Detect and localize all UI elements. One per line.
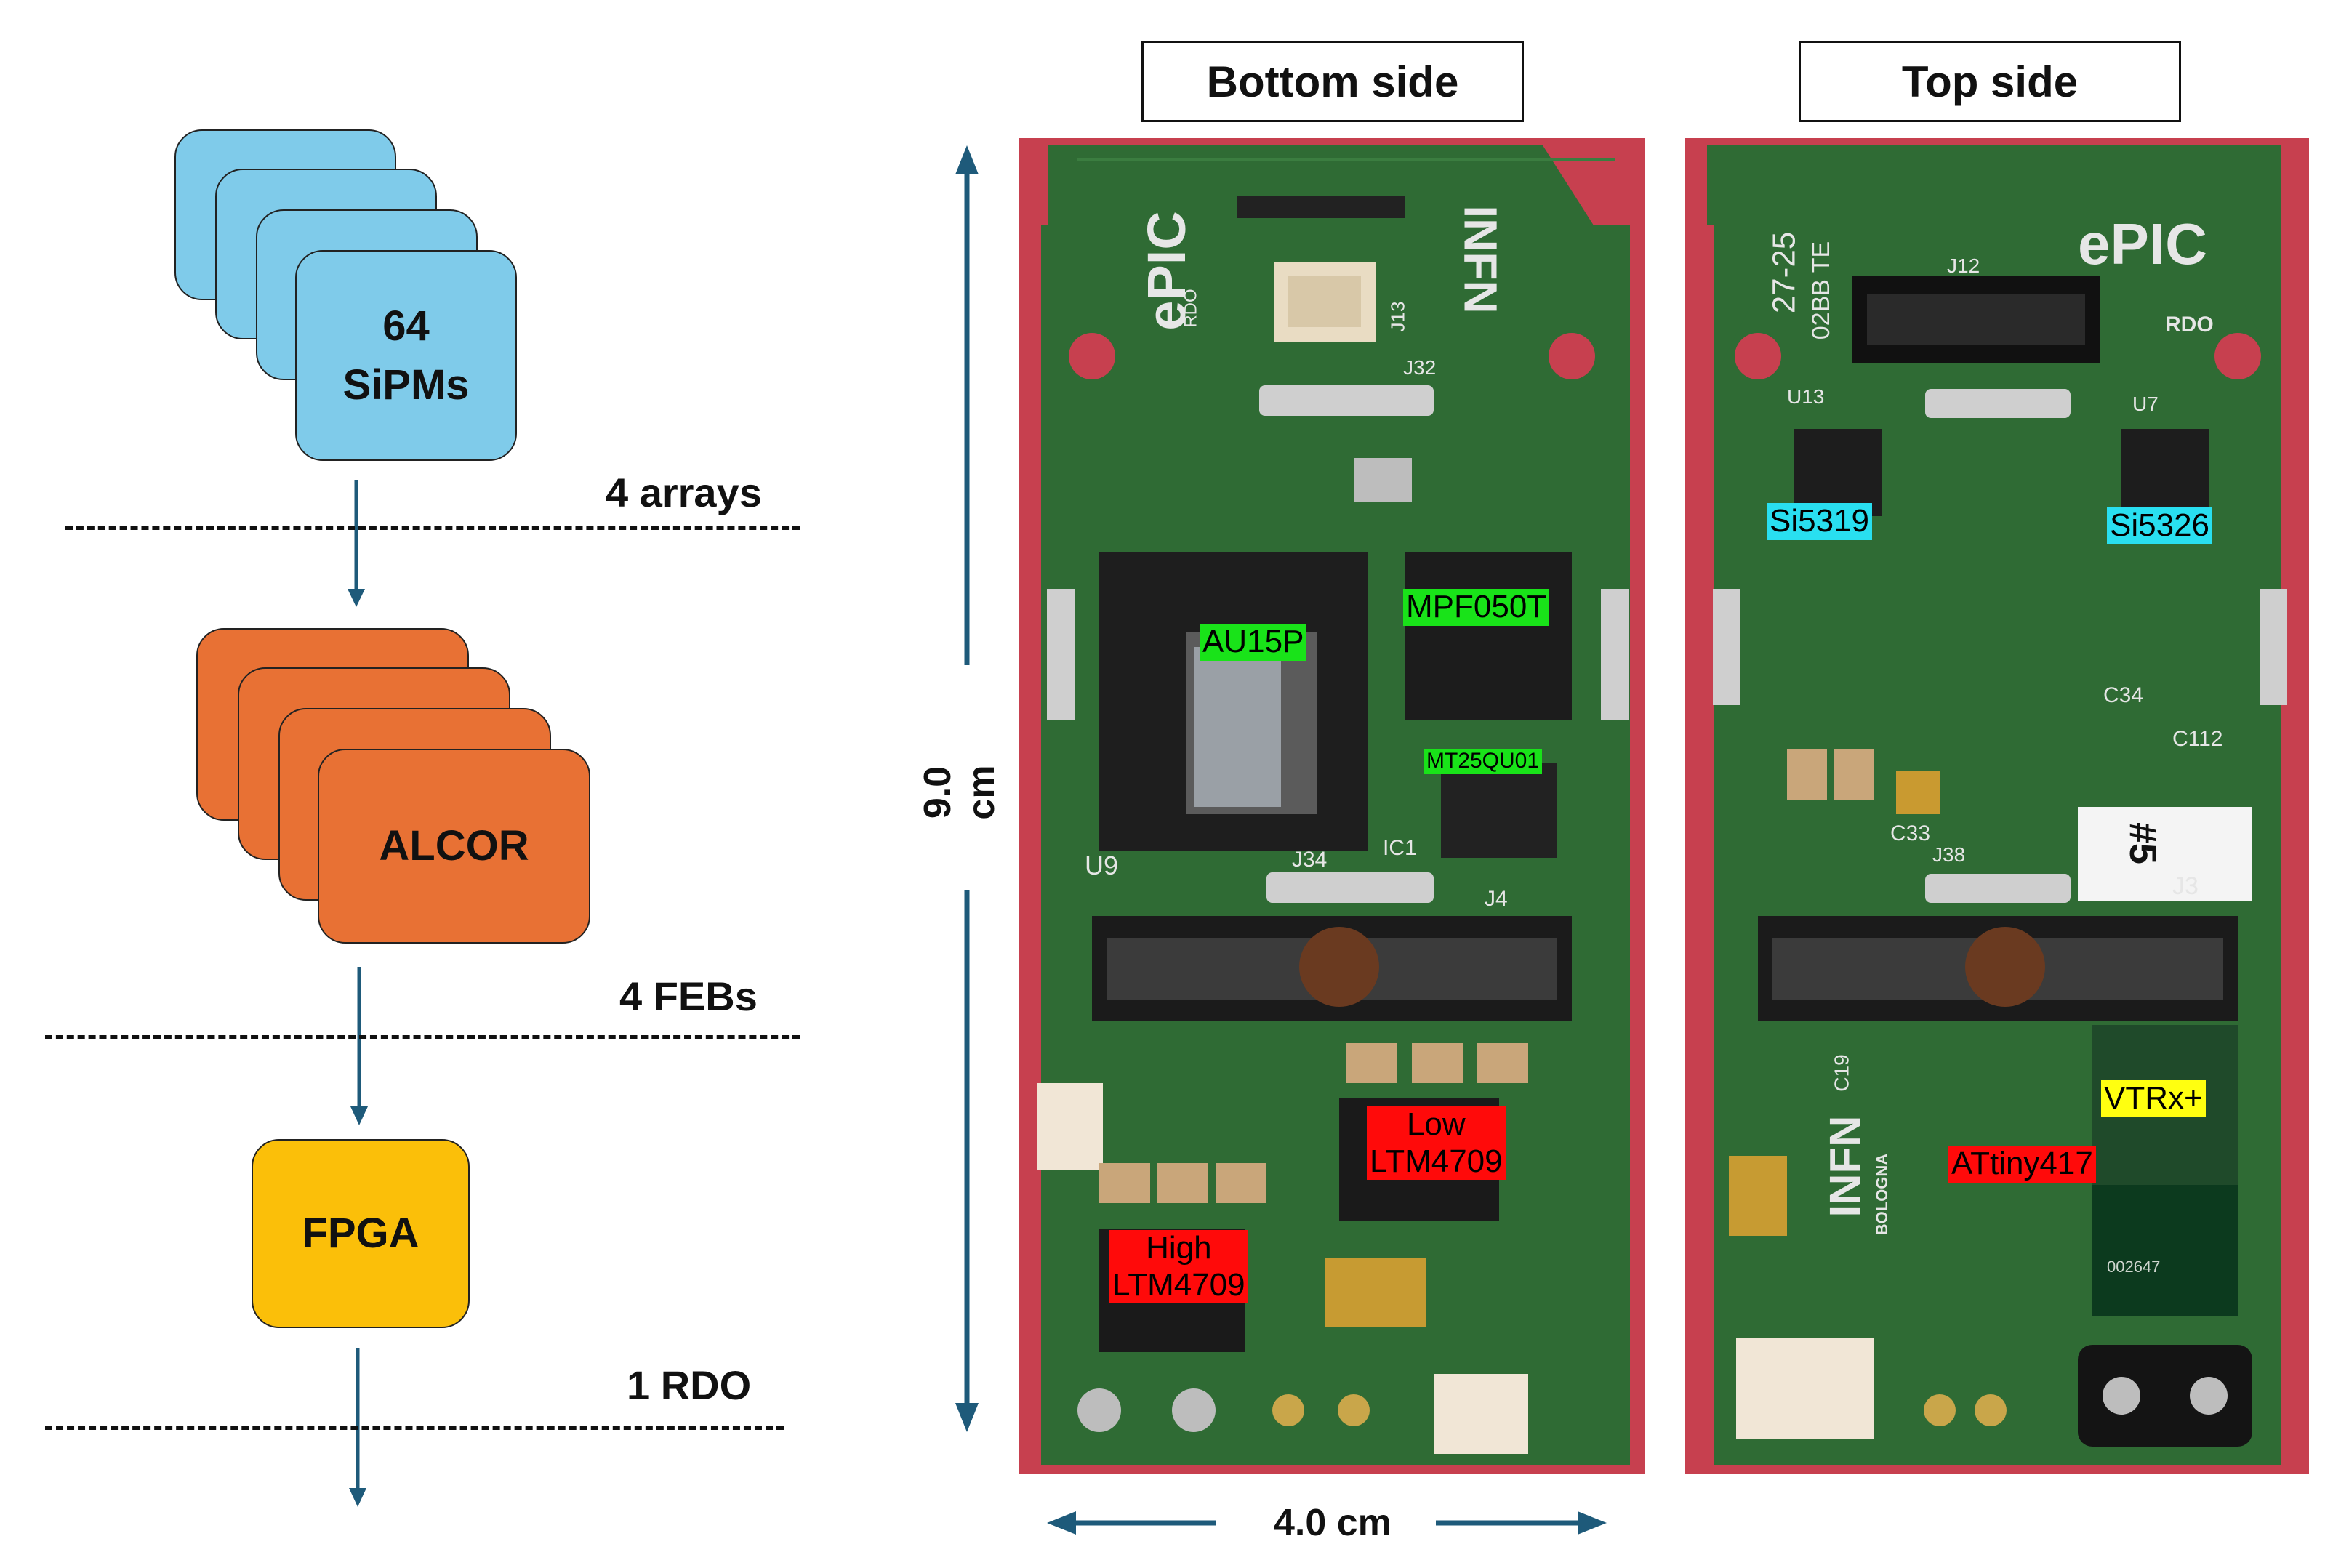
- top-infn-logo: INFN: [1820, 1115, 1870, 1218]
- rdo-stage-label: 1 RDO: [627, 1362, 752, 1408]
- bottom-side-title: Bottom side: [1141, 41, 1524, 122]
- vtrx-code-silk: 002647: [2107, 1258, 2161, 1276]
- top-j12-silk: J12: [1947, 254, 1980, 277]
- sipm-count-label: 64: [382, 302, 430, 350]
- top-epic-logo: ePIC: [2078, 212, 2207, 276]
- divider-line-3: [45, 1426, 784, 1430]
- attiny417-label: ATtiny417: [1948, 1146, 2096, 1183]
- bottom-ic1-silk: IC1: [1383, 836, 1417, 860]
- height-dimension-arrow: [955, 145, 979, 1432]
- sipm-tile-front: 64 SiPMs: [295, 250, 517, 461]
- top-pcb-drawing: [1707, 145, 2287, 1465]
- mpf050t-label: MPF050T: [1403, 589, 1550, 626]
- bottom-u9-silk: U9: [1085, 851, 1119, 880]
- bottom-j34-silk: J34: [1292, 848, 1328, 872]
- bottom-side-photo: ePIC INFN RDO J13 J32 U9 IC1 J34 J4 AU15…: [1019, 138, 1645, 1474]
- width-dimension-label: 4.0 cm: [1274, 1502, 1392, 1544]
- top-serial-silk: 27-25: [1766, 231, 1802, 314]
- bottom-infn-logo: INFN: [1454, 205, 1507, 314]
- divider-line-2: [45, 1035, 800, 1039]
- sipm-name-label: SiPMs: [342, 361, 470, 409]
- bottom-j32-silk: J32: [1403, 356, 1437, 379]
- top-u7-silk: U7: [2132, 393, 2159, 415]
- high-label-line1: High: [1146, 1230, 1212, 1266]
- arrow-fpga-out: [349, 1348, 366, 1507]
- top-side-title: Top side: [1799, 41, 2181, 122]
- height-dimension-label: 9.0 cm: [917, 765, 1003, 820]
- fpga-label: FPGA: [302, 1210, 419, 1258]
- arrays-stage-label: 4 arrays: [606, 470, 762, 515]
- top-rdo-silk: RDO: [2165, 313, 2214, 337]
- high-label-line2: LTM4709: [1112, 1266, 1245, 1303]
- arrow-alcor-to-fpga: [350, 967, 368, 1125]
- vtrx-label: VTRx+: [2101, 1080, 2206, 1117]
- au15p-label: AU15P: [1200, 624, 1307, 661]
- width-dimension-arrow: [1047, 1511, 1607, 1535]
- top-c112-silk: C112: [2172, 727, 2223, 751]
- bottom-rdo-silk: RDO: [1181, 289, 1201, 328]
- top-c34-silk: C34: [2103, 683, 2144, 707]
- top-j38-silk: J38: [1932, 843, 1966, 866]
- top-side-photo: ePIC RDO 27-25 02BB TE J12 U13 U7 C34 C1…: [1685, 138, 2309, 1474]
- high-ltm4709-label: High LTM4709: [1109, 1230, 1248, 1304]
- febs-stage-label: 4 FEBs: [619, 973, 758, 1019]
- fpga-block: FPGA: [252, 1139, 470, 1328]
- top-c33-silk: C33: [1890, 821, 1931, 845]
- divider-line-1: [65, 526, 800, 530]
- bottom-j13-silk: J13: [1386, 301, 1409, 332]
- si5319-label: Si5319: [1767, 503, 1873, 540]
- top-sticker-text: #5: [2121, 822, 2164, 864]
- low-ltm4709-label: Low LTM4709: [1367, 1106, 1506, 1181]
- top-bologna-silk: BOLOGNA: [1873, 1153, 1892, 1236]
- alcor-tile-front: ALCOR: [318, 749, 590, 944]
- si5326-label: Si5326: [2107, 507, 2213, 544]
- top-j3-silk: J3: [2172, 872, 2199, 900]
- low-label-line2: LTM4709: [1370, 1143, 1503, 1179]
- top-u13-silk: U13: [1787, 385, 1825, 408]
- top-rev-silk: 02BB TE: [1807, 241, 1836, 340]
- arrow-sipm-to-alcor: [348, 480, 365, 607]
- low-label-line1: Low: [1406, 1106, 1466, 1142]
- bottom-j4-silk: J4: [1485, 887, 1508, 911]
- alcor-label: ALCOR: [379, 822, 529, 870]
- mt25qu01-label: MT25QU01: [1424, 749, 1543, 774]
- top-c19-silk: C19: [1830, 1054, 1853, 1092]
